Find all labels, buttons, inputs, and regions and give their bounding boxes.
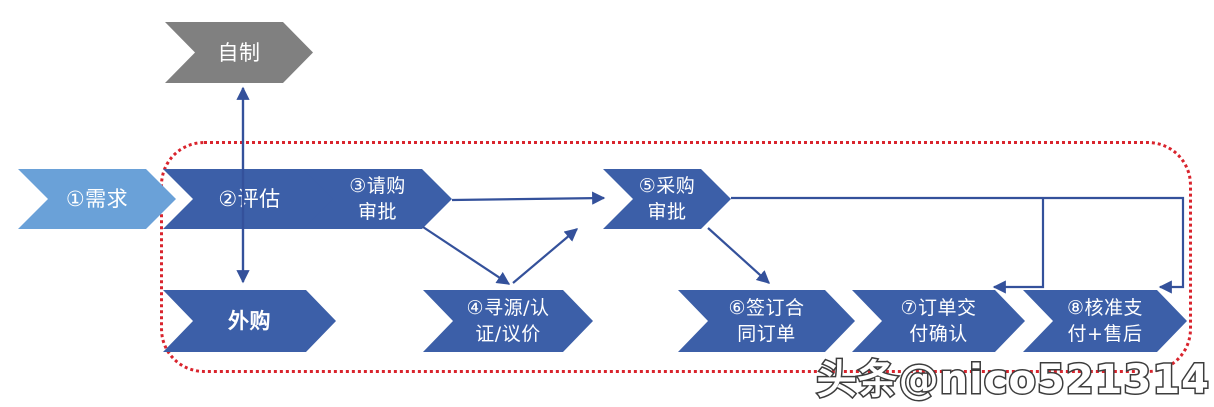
- node-sign-contract-order-label: ⑥签订合 同订单: [728, 297, 805, 345]
- node-requisition-approval: ③请购 审批: [303, 169, 452, 229]
- node-purchase-approval: ⑤采购 审批: [603, 169, 731, 229]
- node-purchase-approval-label: ⑤采购 审批: [638, 175, 696, 223]
- process-boundary-frame: [160, 141, 1192, 373]
- node-demand: ①需求: [18, 169, 176, 229]
- node-payment-aftersales-label: ⑧核准支 付+售后: [1066, 297, 1144, 345]
- node-demand-label: ①需求: [65, 187, 129, 211]
- node-self-made: 自制: [165, 22, 313, 83]
- node-evaluate-label: ②评估: [218, 187, 281, 211]
- node-delivery-confirm-label: ⑦订单交 付确认: [900, 297, 977, 345]
- node-requisition-approval-label: ③请购 审批: [349, 175, 406, 223]
- watermark-text: 头条@nico521314: [815, 356, 1210, 405]
- node-outsource-label: 外购: [228, 309, 271, 333]
- node-self-made-label: 自制: [217, 40, 261, 65]
- node-sourcing-negotiation-label: ④寻源/认 证/议价: [466, 297, 550, 345]
